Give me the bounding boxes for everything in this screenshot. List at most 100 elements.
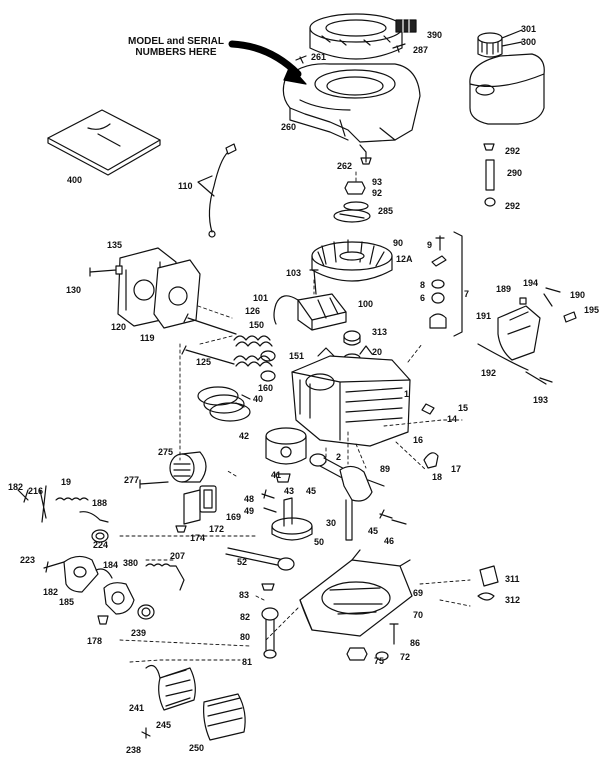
part-number-label: 184 [103,560,119,570]
part-number-label: 178 [87,636,103,646]
part-number-label: 42 [239,431,250,441]
part-number-label: 43 [284,486,295,496]
part-number-label: 80 [240,632,251,642]
muffler-275 [169,451,207,483]
part-number-label: 250 [189,743,205,753]
part-number-label: 72 [400,652,411,662]
fuel-cap-301 [477,32,503,58]
part-number-label: 275 [158,447,174,457]
part-number-label: 126 [245,306,261,316]
part-number-label: 20 [372,347,383,357]
part-number-label: 300 [521,37,537,47]
cam-gear-50 [271,497,313,541]
part-number-label: 189 [496,284,512,294]
part-number-label: 7 [464,289,470,299]
part-number-label: 101 [253,293,269,303]
engine-base-70 [299,549,413,637]
part-number-label: 15 [458,403,469,413]
part-number-label: 120 [111,322,127,332]
part-number-label: 292 [505,146,521,156]
part-number-label: 400 [67,175,83,185]
part-number-label: 9 [427,240,433,250]
part-number-label: 290 [507,168,523,178]
part-number-label: 195 [584,305,600,315]
part-number-label: 82 [240,612,251,622]
part-number-label: 261 [311,52,327,62]
part-number-label: 12A [396,254,413,264]
part-number-label: 182 [8,482,24,492]
part-number-label: 150 [249,320,265,330]
part-number-label: 1 [404,389,410,399]
part-number-label: 292 [505,201,521,211]
blower-housing-260 [282,63,421,143]
part-number-label: 86 [410,638,421,648]
part-number-label: 216 [28,486,44,496]
owners-manual-400 [47,109,161,176]
part-number-label: 193 [533,395,549,405]
crankshaft-30 [339,465,385,541]
part-number-label: 313 [372,327,388,337]
part-number-label: 191 [476,311,492,321]
part-number-label: 301 [521,24,537,34]
part-number-label: 6 [420,293,426,303]
part-number-label: 311 [505,574,520,584]
part-number-label: 40 [253,394,264,404]
part-number-label: 194 [523,278,539,288]
piston-41 [265,427,307,465]
rewind-starter-390 [309,13,417,60]
part-number-label: 390 [427,30,443,40]
part-number-label: 312 [505,595,521,605]
part-number-label: 30 [326,518,337,528]
part-number-label: 110 [178,181,193,191]
part-number-label: 48 [244,494,255,504]
part-number-label: 260 [281,122,297,132]
part-number-label: 223 [20,555,36,565]
part-number-label: 52 [237,557,248,567]
part-number-label: 207 [170,551,186,561]
part-number-label: 70 [413,610,424,620]
part-number-label: 151 [289,351,305,361]
part-number-label: 50 [314,537,325,547]
part-number-label: 262 [337,161,353,171]
part-number-label: 45 [306,486,317,496]
part-number-label: 100 [358,299,374,309]
part-number-label: 160 [258,383,274,393]
part-number-label: 119 [140,333,155,343]
part-number-label: 17 [451,464,462,474]
carburetor-body-185 [103,582,135,615]
part-number-label: 69 [413,588,424,598]
part-number-label: 41 [271,470,282,480]
part-number-label: 89 [380,464,391,474]
part-number-label: 174 [190,533,206,543]
governor-lever-191 [497,305,541,361]
part-number-label: 2 [336,452,342,462]
flywheel-90 [311,239,393,282]
part-number-label: 287 [413,45,429,55]
part-number-label: 125 [196,357,212,367]
part-number-label: 172 [209,524,225,534]
part-number-label: 14 [447,414,458,424]
part-number-label: 49 [244,506,255,516]
part-number-label: 18 [432,472,443,482]
part-number-label: 380 [123,558,139,568]
part-number-label: 19 [61,477,72,487]
part-number-label: 130 [66,285,82,295]
part-number-label: 92 [372,188,383,198]
filter-element-241 [145,665,196,711]
part-number-label: 16 [413,435,424,445]
part-number-label: 81 [242,657,253,667]
part-number-label: 245 [156,720,172,730]
part-number-label: 190 [570,290,586,300]
ignition-armature-100 [297,293,347,331]
air-filter-250 [203,693,246,741]
part-number-label: 224 [93,540,109,550]
part-number-label: 93 [372,177,383,187]
part-number-label: 241 [129,703,145,713]
part-number-label: 285 [378,206,394,216]
part-number-label: 188 [92,498,108,508]
model-serial-note-line1: MODEL and SERIAL [128,36,224,47]
part-number-label: 277 [124,475,140,485]
cylinder-block-1 [291,345,411,447]
